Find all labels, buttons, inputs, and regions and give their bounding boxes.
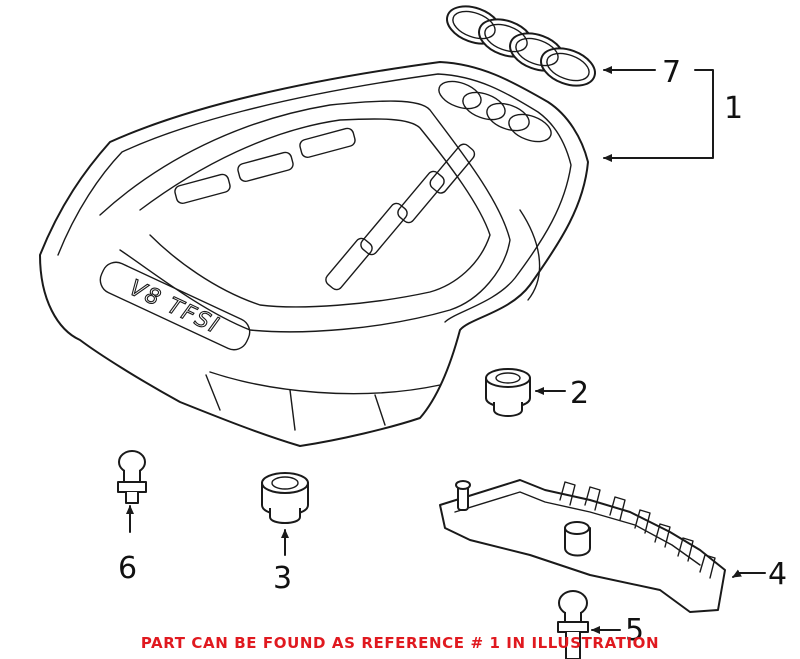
ball-stud-part-6 [117,450,147,504]
callout-1: 1 [724,91,743,126]
grommet-part-2 [485,368,531,417]
grommet-part-3 [261,472,309,524]
ball-stud-part-5 [557,590,589,659]
bracket-part-4 [439,479,726,613]
reference-note: PART CAN BE FOUND AS REFERENCE # 1 IN IL… [140,634,660,652]
callout-3: 3 [273,561,292,596]
callout-5: 5 [625,613,644,648]
callout-4: 4 [768,557,787,592]
engine-cover-part: V8 TFSI [39,61,589,447]
leader-lines [126,66,766,634]
callout-6: 6 [118,551,137,586]
callout-7: 7 [662,55,681,90]
emblem-rings-part [446,5,596,87]
callout-2: 2 [570,376,589,411]
